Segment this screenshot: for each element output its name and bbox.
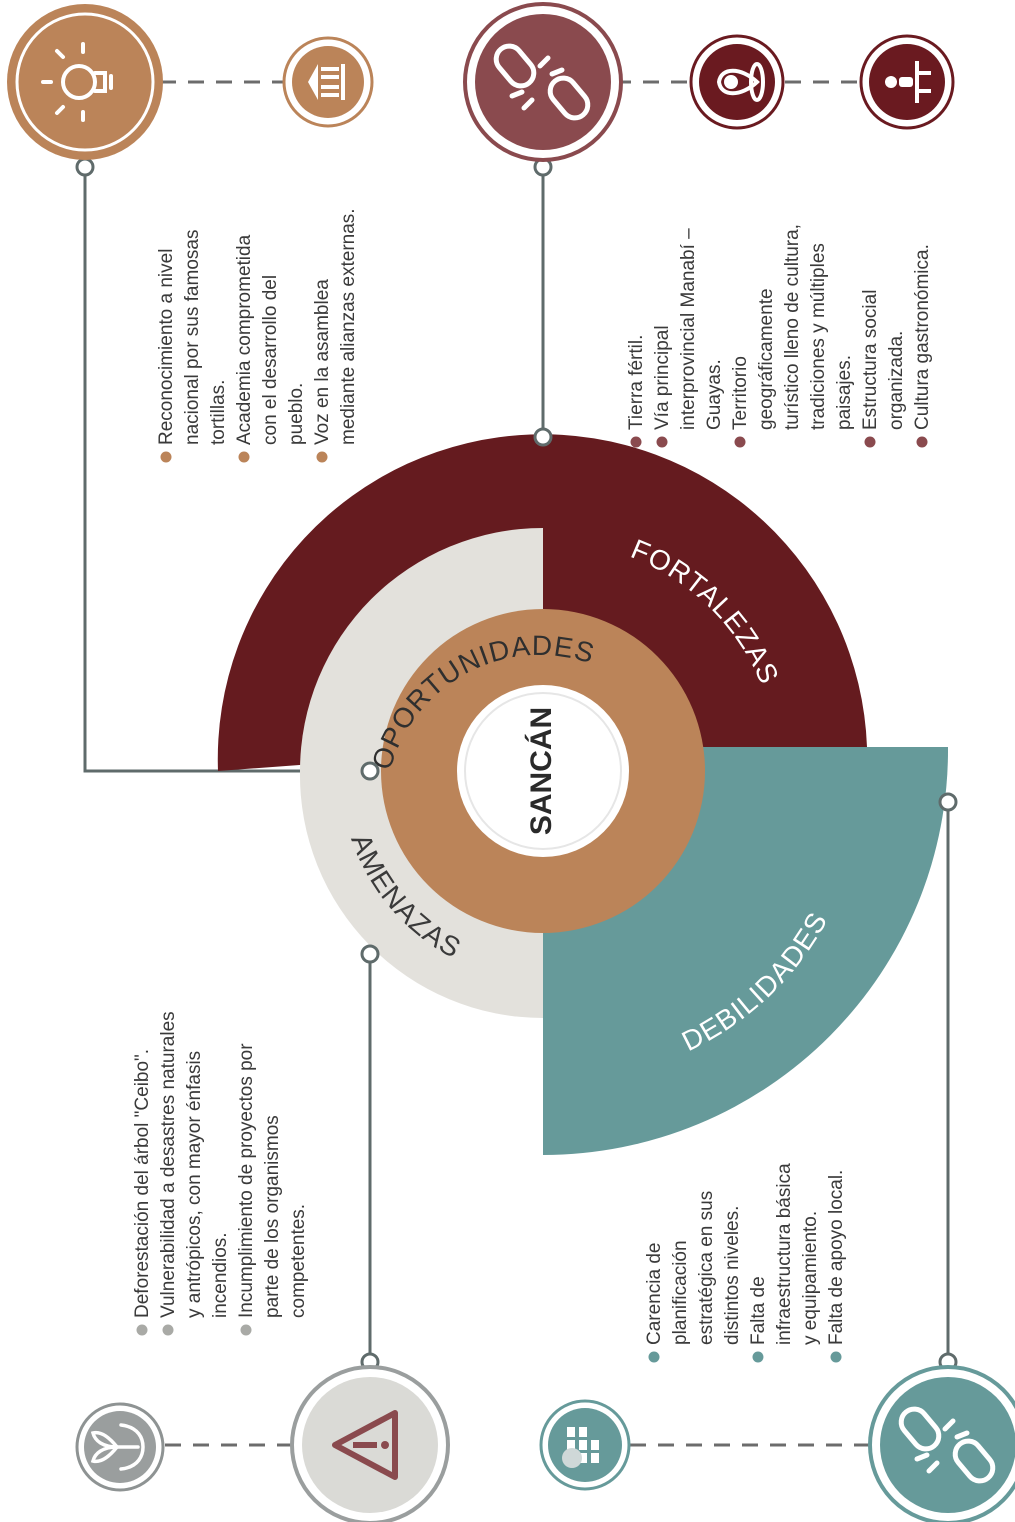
institution-icon [282, 36, 374, 128]
list-line: tortillas. [208, 380, 229, 445]
bullet [240, 1324, 252, 1336]
list-line: turístico lleno de cultura, [782, 224, 803, 430]
list-line: Carencia de [644, 1243, 665, 1345]
bullet [162, 1324, 174, 1336]
list-line: mediante alianzas externas. [338, 208, 359, 445]
building-icon [539, 1399, 631, 1491]
list-line: Falta de [748, 1276, 769, 1345]
bullet [238, 451, 250, 463]
bullet [830, 1351, 842, 1363]
bullet [316, 451, 328, 463]
warning-icon [290, 1365, 450, 1522]
list-line: tradiciones y múltiples [808, 243, 829, 430]
list-line: Falta de apoyo local. [826, 1170, 847, 1345]
list-line: incendios. [210, 1232, 231, 1318]
list-line: parte de los organismos [262, 1115, 283, 1318]
dashed-links [160, 80, 870, 1447]
center-label: SANCÁN [524, 707, 558, 835]
bullet [752, 1351, 764, 1363]
bullet [630, 436, 642, 448]
list-line: Guayas. [704, 359, 725, 430]
broken-chain-icon [463, 2, 623, 162]
lightbulb-icon [7, 4, 163, 160]
broken-chain-icon [868, 1365, 1015, 1522]
plant-in-hands-icon [75, 1402, 165, 1492]
list-line: nacional por sus famosas [182, 230, 203, 445]
list-line: Vulnerabilidad a desastres naturales [158, 1011, 179, 1318]
amenazas-list: Deforestación del árbol "Ceibo".Vulnerab… [132, 1011, 309, 1336]
center-circle [457, 685, 629, 857]
list-line: con el desarrollo del [260, 275, 281, 445]
list-line: pueblo. [286, 383, 307, 445]
list-line: Voz en la asamblea [312, 279, 333, 445]
bullet [864, 436, 876, 448]
list-line: organizada. [886, 331, 907, 430]
list-line: infraestructura básica [774, 1163, 795, 1345]
bullet [136, 1324, 148, 1336]
list-line: Incumplimiento de proyectos por [236, 1043, 257, 1318]
connector-lines [83, 167, 950, 1362]
list-line: y equipamiento. [800, 1211, 821, 1345]
swot-wedges [217, 434, 949, 1155]
bullet [734, 436, 746, 448]
social-structure-icon [859, 34, 955, 130]
list-line: planificación [670, 1240, 691, 1345]
oportunidades-connector [83, 167, 370, 773]
list-line: Cultura gastronómica. [912, 244, 933, 430]
list-line: paisajes. [834, 355, 855, 430]
list-line: interprovincial Manabí – [678, 228, 699, 430]
list-line: Deforestación del árbol "Ceibo". [132, 1049, 153, 1318]
list-line: distintos niveles. [722, 1206, 743, 1345]
bullet [656, 436, 668, 448]
bullet [648, 1351, 660, 1363]
list-line: Estructura social [860, 290, 881, 430]
list-line: estratégica en sus [696, 1191, 717, 1345]
list-line: geográficamente [756, 288, 777, 430]
bullet [160, 451, 172, 463]
list-line: competentes. [288, 1204, 309, 1318]
connector-dots [75, 157, 958, 1372]
list-line: Tierra fértil. [626, 335, 647, 430]
list-line: y antrópicos, con mayor énfasis [184, 1051, 205, 1318]
bullet [916, 436, 928, 448]
list-line: Territorio [730, 356, 751, 430]
location-pin-icon [689, 34, 785, 130]
list-line: Reconocimiento a nivel [156, 249, 177, 445]
list-line: Academia comprometida [234, 234, 255, 445]
list-line: Vía principal [652, 325, 673, 430]
